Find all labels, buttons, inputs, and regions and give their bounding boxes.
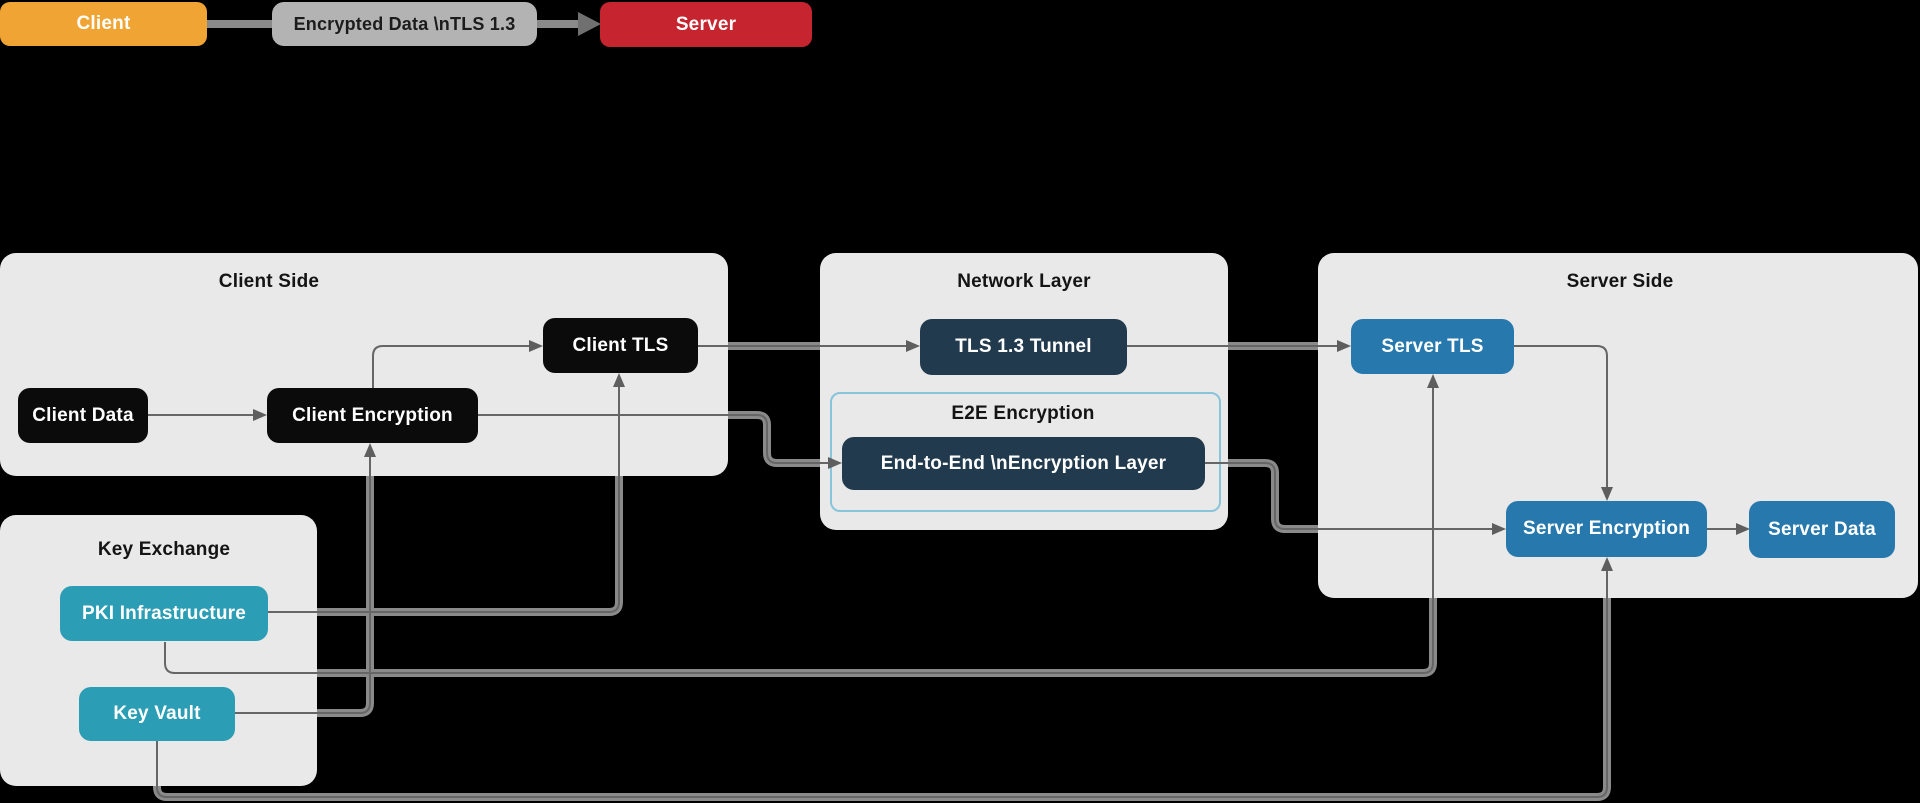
client-side-title: Client Side [218,271,320,292]
node-key-vault: Key Vault [79,687,235,741]
network-layer-title: Network Layer [957,271,1091,292]
arrowheads [253,340,1750,571]
node-client-data: Client Data [18,388,148,443]
node-server-data: Server Data [1749,501,1895,558]
node-pki-infrastructure: PKI Infrastructure [60,586,268,641]
group-e2e-encryption [830,392,1221,512]
server-side-title: Server Side [1566,271,1674,292]
node-server-tls: Server TLS [1351,319,1514,374]
node-client-encryption: Client Encryption [267,388,478,443]
key-exchange-title: Key Exchange [97,539,231,560]
node-e2e-encryption-layer: End-to-End \nEncryption Layer [842,437,1205,490]
edge-label-encrypted-data: Encrypted Data \nTLS 1.3 [272,2,537,46]
node-client-tls: Client TLS [543,318,698,373]
node-server-encryption: Server Encryption [1506,501,1707,557]
node-tls-tunnel: TLS 1.3 Tunnel [920,319,1127,375]
e2e-encryption-title: E2E Encryption [951,403,1095,424]
arrowhead-top-server [578,12,601,36]
node-server: Server [600,2,812,47]
node-client: Client [0,2,207,46]
